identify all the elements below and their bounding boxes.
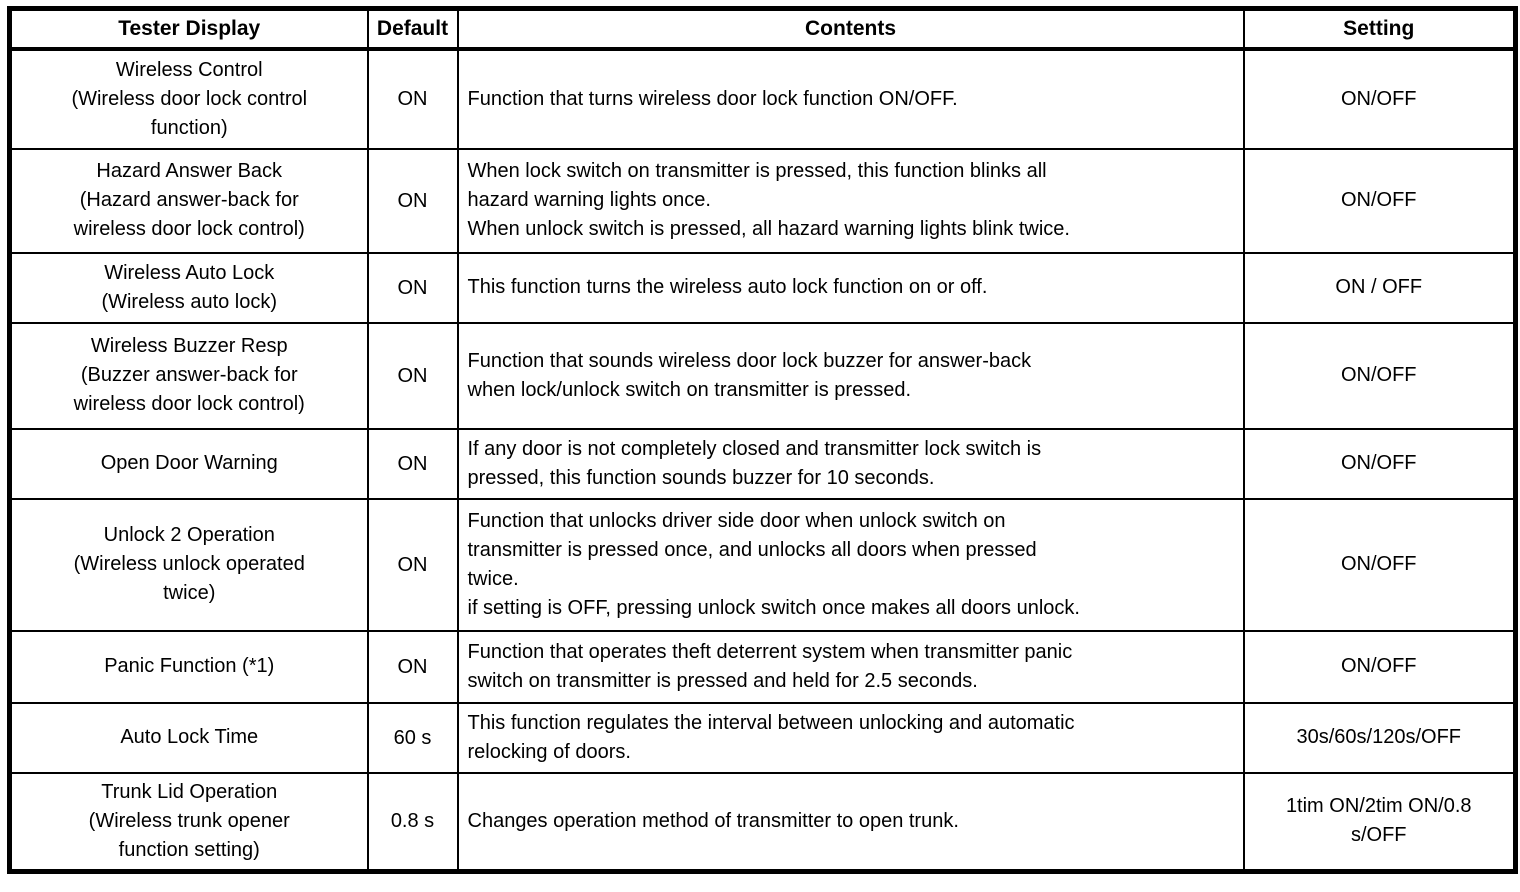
table-row: Auto Lock Time 60 s This function regula… bbox=[8, 701, 1517, 774]
cell-contents: This function regulates the interval bet… bbox=[456, 701, 1245, 774]
cell-default: 0.8 s bbox=[366, 771, 459, 872]
cell-contents: This function turns the wireless auto lo… bbox=[456, 251, 1245, 324]
cell-tester-display: Open Door Warning bbox=[8, 427, 369, 500]
cell-default: ON bbox=[366, 427, 459, 500]
cell-contents: Function that sounds wireless door lock … bbox=[456, 321, 1245, 430]
cell-tester-display: Wireless Buzzer Resp (Buzzer answer-back… bbox=[8, 321, 369, 430]
cell-setting: ON/OFF bbox=[1242, 321, 1517, 430]
cell-default: ON bbox=[366, 497, 459, 632]
cell-default: ON bbox=[366, 251, 459, 324]
cell-setting: 30s/60s/120s/OFF bbox=[1242, 701, 1517, 774]
cell-setting: ON / OFF bbox=[1242, 251, 1517, 324]
cell-default: ON bbox=[366, 321, 459, 430]
table-row: Wireless Auto Lock (Wireless auto lock) … bbox=[8, 251, 1517, 324]
table-row: Open Door Warning ON If any door is not … bbox=[8, 427, 1517, 500]
table-row: Panic Function (*1) ON Function that ope… bbox=[8, 629, 1517, 704]
cell-tester-display: Auto Lock Time bbox=[8, 701, 369, 774]
table-row: Trunk Lid Operation (Wireless trunk open… bbox=[8, 771, 1517, 872]
cell-tester-display: Wireless Control (Wireless door lock con… bbox=[8, 47, 369, 150]
cell-contents: If any door is not completely closed and… bbox=[456, 427, 1245, 500]
table-row: Hazard Answer Back (Hazard answer-back f… bbox=[8, 147, 1517, 254]
table-row: Unlock 2 Operation (Wireless unlock oper… bbox=[8, 497, 1517, 632]
column-header-tester-display: Tester Display bbox=[8, 7, 369, 51]
header-row: Tester Display Default Contents Setting bbox=[8, 7, 1517, 51]
column-header-default: Default bbox=[366, 7, 459, 51]
cell-contents: Function that turns wireless door lock f… bbox=[456, 47, 1245, 150]
cell-tester-display: Wireless Auto Lock (Wireless auto lock) bbox=[8, 251, 369, 324]
table-row: Wireless Buzzer Resp (Buzzer answer-back… bbox=[8, 321, 1517, 430]
cell-tester-display: Trunk Lid Operation (Wireless trunk open… bbox=[8, 771, 369, 872]
cell-default: 60 s bbox=[366, 701, 459, 774]
cell-contents: Function that operates theft deterrent s… bbox=[456, 629, 1245, 704]
wireless-function-settings-table: Tester Display Default Contents Setting … bbox=[7, 6, 1518, 874]
cell-setting: ON/OFF bbox=[1242, 629, 1517, 704]
cell-setting: 1tim ON/2tim ON/0.8 s/OFF bbox=[1242, 771, 1517, 872]
cell-tester-display: Panic Function (*1) bbox=[8, 629, 369, 704]
cell-contents: Function that unlocks driver side door w… bbox=[456, 497, 1245, 632]
cell-contents: Changes operation method of transmitter … bbox=[456, 771, 1245, 872]
cell-contents: When lock switch on transmitter is press… bbox=[456, 147, 1245, 254]
cell-default: ON bbox=[366, 47, 459, 150]
column-header-setting: Setting bbox=[1242, 7, 1517, 51]
cell-default: ON bbox=[366, 629, 459, 704]
cell-setting: ON/OFF bbox=[1242, 147, 1517, 254]
column-header-contents: Contents bbox=[456, 7, 1245, 51]
manual-page: Tester Display Default Contents Setting … bbox=[0, 6, 1520, 892]
cell-setting: ON/OFF bbox=[1242, 427, 1517, 500]
cell-setting: ON/OFF bbox=[1242, 47, 1517, 150]
table-row: Wireless Control (Wireless door lock con… bbox=[8, 47, 1517, 150]
cell-setting: ON/OFF bbox=[1242, 497, 1517, 632]
cell-tester-display: Hazard Answer Back (Hazard answer-back f… bbox=[8, 147, 369, 254]
cell-tester-display: Unlock 2 Operation (Wireless unlock oper… bbox=[8, 497, 369, 632]
cell-default: ON bbox=[366, 147, 459, 254]
